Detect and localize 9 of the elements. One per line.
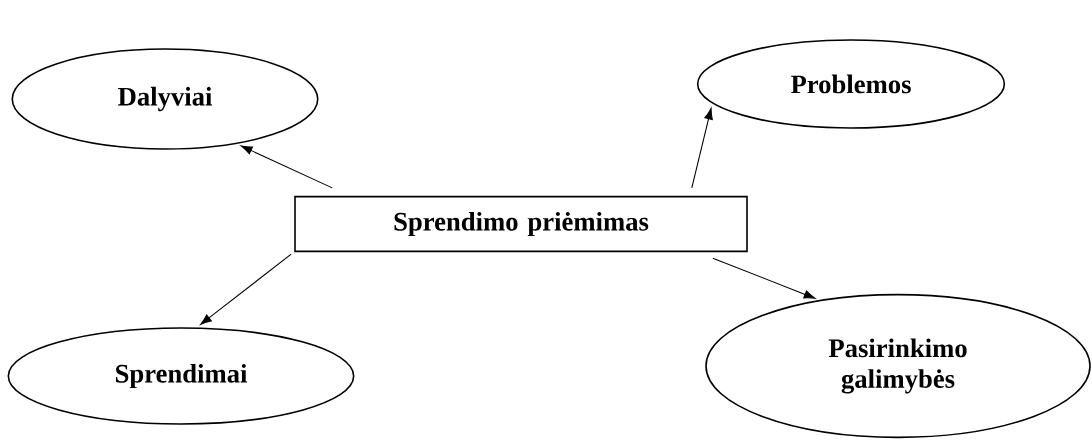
arrow <box>240 145 333 189</box>
ellipse-node: Sprendimai <box>7 327 355 425</box>
ellipse-node: Pasirinkimo galimybės <box>705 293 1091 439</box>
arrow <box>712 257 816 299</box>
arrow <box>200 253 292 325</box>
ellipse-node: Dalyviai <box>11 48 319 150</box>
process-box: Sprendimo priėmimas <box>294 195 748 253</box>
ellipse-node: Problemos <box>696 39 1006 129</box>
arrow <box>691 107 713 189</box>
